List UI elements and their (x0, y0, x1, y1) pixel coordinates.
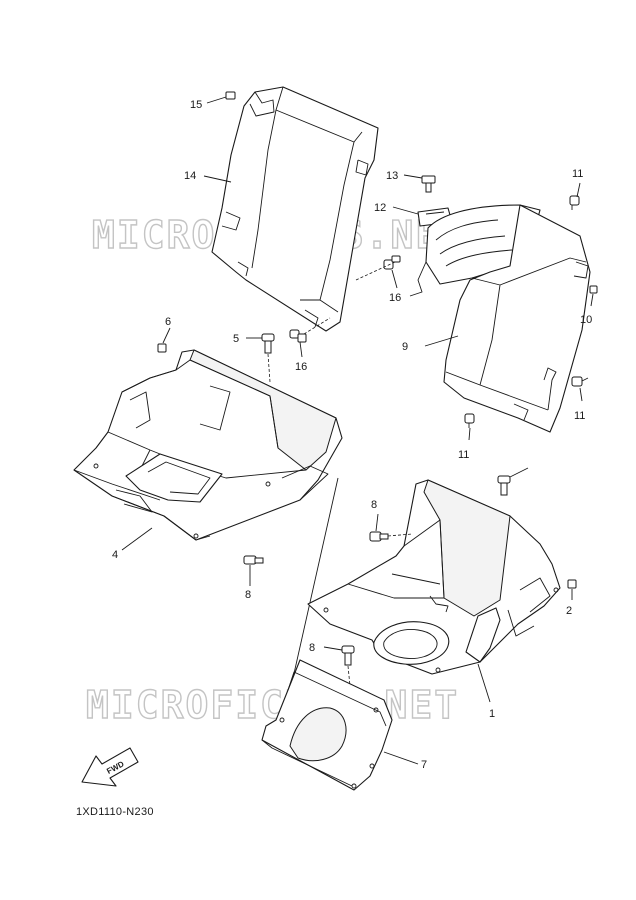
callout-10: 10 (580, 314, 592, 326)
forward-direction-arrow: FWD (81, 747, 139, 787)
callout-7: 7 (421, 759, 427, 771)
callout-13: 13 (386, 170, 398, 182)
fastener-6-nut[interactable] (157, 343, 167, 353)
callout-15: 15 (190, 99, 202, 111)
watermark-bottom: MICROFICHES.NET (86, 683, 459, 727)
fastener-15-nut[interactable] (225, 91, 236, 100)
part-4-floor-tray[interactable] (73, 349, 343, 541)
fastener-8c-clip[interactable] (341, 645, 355, 666)
fastener-16b-screw[interactable] (289, 329, 307, 343)
diagram-code: 1XD1110-N230 (76, 806, 154, 818)
fastener-11c-screw[interactable] (464, 413, 475, 428)
fastener-2-nut[interactable] (567, 579, 577, 589)
fastener-11b-screw[interactable] (571, 376, 589, 387)
callout-14: 14 (184, 170, 196, 182)
callout-4: 4 (112, 549, 118, 561)
callout-12: 12 (374, 202, 386, 214)
callout-2: 2 (566, 605, 572, 617)
part-1-floor-tray[interactable] (307, 479, 561, 675)
part-7-under-cover[interactable] (261, 659, 393, 791)
fastener-8a-clip[interactable] (243, 555, 264, 565)
callout-16a: 16 (389, 292, 401, 304)
fastener-10-nut[interactable] (589, 285, 598, 294)
callout-6: 6 (165, 316, 171, 328)
callout-11c: 11 (458, 449, 469, 461)
fastener-16a-screw[interactable] (383, 255, 401, 270)
callout-11a: 11 (572, 168, 583, 180)
callout-5: 5 (233, 333, 239, 345)
callout-8a: 8 (245, 589, 251, 601)
callout-16b: 16 (295, 361, 307, 373)
fastener-11a-screw[interactable] (569, 195, 580, 210)
callout-8b: 8 (371, 499, 377, 511)
callout-8c: 8 (309, 642, 315, 654)
fastener-3-clip[interactable] (497, 475, 511, 496)
fastener-13-bolt[interactable] (421, 175, 436, 193)
part-9-side-panel-duct[interactable] (409, 204, 591, 433)
fastener-8b-clip[interactable] (369, 531, 389, 542)
callout-9: 9 (402, 341, 408, 353)
part-14-side-panel[interactable] (211, 86, 379, 332)
callout-11b: 11 (574, 410, 585, 422)
callout-1: 1 (489, 708, 495, 720)
fastener-5-clip[interactable] (261, 333, 275, 354)
